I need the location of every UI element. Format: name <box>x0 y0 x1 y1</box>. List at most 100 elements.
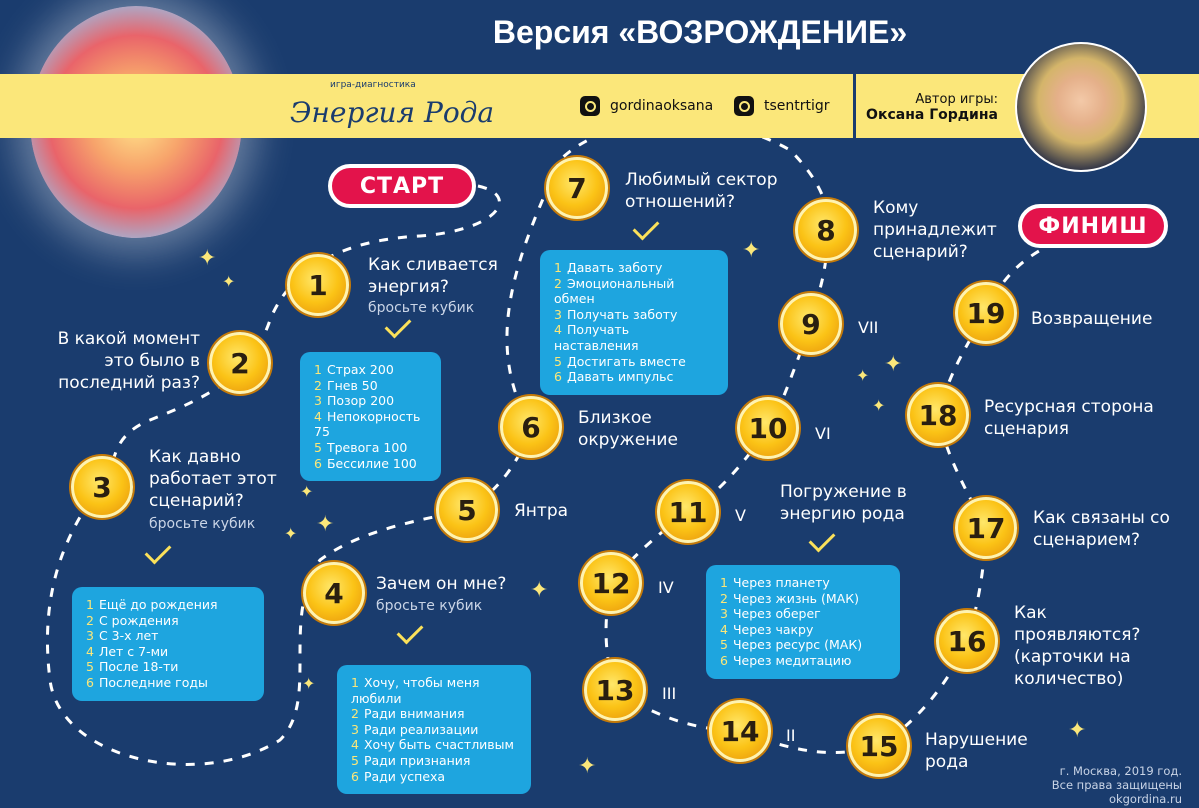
author-name: Оксана Гордина <box>866 107 998 123</box>
star-icon: ✦ <box>530 578 549 603</box>
step-19-label: Возвращение <box>1031 309 1153 329</box>
option-number: 1 <box>314 362 322 377</box>
option-number: 5 <box>554 353 562 369</box>
step-15-circle: 15 <box>848 715 910 777</box>
logo: Энергия Рода <box>290 96 495 129</box>
option-text: Позор 200 <box>326 393 395 409</box>
option-text: Через чакру <box>732 621 814 637</box>
step-3-sub: бросьте кубик <box>149 516 256 532</box>
star-icon: ✦ <box>198 246 217 271</box>
footer: г. Москва, 2019 год. Все права защищены … <box>1000 764 1182 806</box>
option-text: Ради признания <box>363 752 471 768</box>
step-11-label: Погружение в энергию рода <box>780 482 907 524</box>
footer-city: г. Москва, 2019 год. <box>1059 764 1182 778</box>
option-text: Получать наставления <box>554 322 639 353</box>
option-text: Давать заботу <box>566 260 663 275</box>
option-item: 1 Через планету <box>720 575 886 591</box>
star-icon: ✦ <box>316 512 335 537</box>
option-text: Непокорность 75 <box>314 408 421 440</box>
step-6-label: Близкое окружение <box>578 408 678 450</box>
step-19-circle: 19 <box>955 282 1017 344</box>
option-text: Страх 200 <box>326 362 394 377</box>
star-icon: ✦ <box>222 272 236 291</box>
step-11-roman: V <box>735 506 746 525</box>
option-number: 4 <box>554 322 562 338</box>
option-number: 2 <box>720 590 728 606</box>
option-number: 5 <box>720 637 728 653</box>
social-link-tsentrtigr[interactable]: tsentrtigr <box>734 96 830 116</box>
step-12-circle: 12 <box>580 552 642 614</box>
option-text: Через ресурс (МАК) <box>732 637 863 653</box>
option-number: 3 <box>554 306 562 322</box>
author: Автор игры:Оксана Гордина <box>860 92 998 123</box>
option-number: 5 <box>86 659 94 675</box>
step-10-roman: VI <box>815 424 831 443</box>
social-link-gordinaoksana[interactable]: gordinaoksana <box>580 96 713 116</box>
option-text: Ещё до рождения <box>98 597 218 612</box>
step-9-roman: VII <box>858 318 879 337</box>
star-icon: ✦ <box>856 366 870 385</box>
option-number: 3 <box>720 606 728 622</box>
option-number: 6 <box>314 455 322 471</box>
option-number: 3 <box>351 721 359 737</box>
step-6-circle: 6 <box>500 396 562 458</box>
option-text: Гнев 50 <box>326 377 378 393</box>
star-icon: ✦ <box>1068 718 1087 743</box>
step-1-label: Как сливается энергия? <box>368 255 498 297</box>
footer-site: okgordina.ru <box>1108 792 1182 806</box>
step-5-circle: 5 <box>436 479 498 541</box>
star-icon: ✦ <box>884 352 903 377</box>
star-icon: ✦ <box>742 238 761 263</box>
option-number: 1 <box>554 260 562 275</box>
option-text: Через оберег <box>732 606 821 622</box>
option-text: Последние годы <box>98 674 208 690</box>
option-number: 1 <box>720 575 728 590</box>
star-icon: ✦ <box>300 482 314 501</box>
step-5-label: Янтра <box>514 501 569 521</box>
step-13-roman: III <box>662 684 677 703</box>
option-text: Давать импульс <box>566 369 674 385</box>
step-3-circle: 3 <box>71 456 133 518</box>
step-18-label: Ресурсная сторона сценария <box>984 397 1154 439</box>
step-14-roman: II <box>786 726 796 745</box>
option-number: 2 <box>351 706 359 722</box>
step-12-roman: IV <box>658 578 674 597</box>
option-number: 5 <box>314 439 322 455</box>
step-2-circle: 2 <box>209 332 271 394</box>
step-8-circle: 8 <box>795 199 857 261</box>
footer-rights: Все права защищены <box>1051 778 1182 792</box>
step-14-circle: 14 <box>709 700 771 762</box>
option-text: Бессилие 100 <box>326 455 417 471</box>
option-text: Ради внимания <box>363 706 465 722</box>
option-number: 3 <box>314 393 322 409</box>
option-number: 4 <box>314 408 322 424</box>
option-text: Лет с 7-ми <box>98 643 169 659</box>
step-17-label: Как связаны со сценарием? <box>1033 508 1170 550</box>
step-13-circle: 13 <box>584 659 646 721</box>
option-number: 5 <box>351 752 359 768</box>
option-text: Через планету <box>732 575 830 590</box>
option-number: 6 <box>351 768 359 784</box>
social-handle: gordinaoksana <box>610 98 714 114</box>
step-11-circle: 11 <box>657 481 719 543</box>
